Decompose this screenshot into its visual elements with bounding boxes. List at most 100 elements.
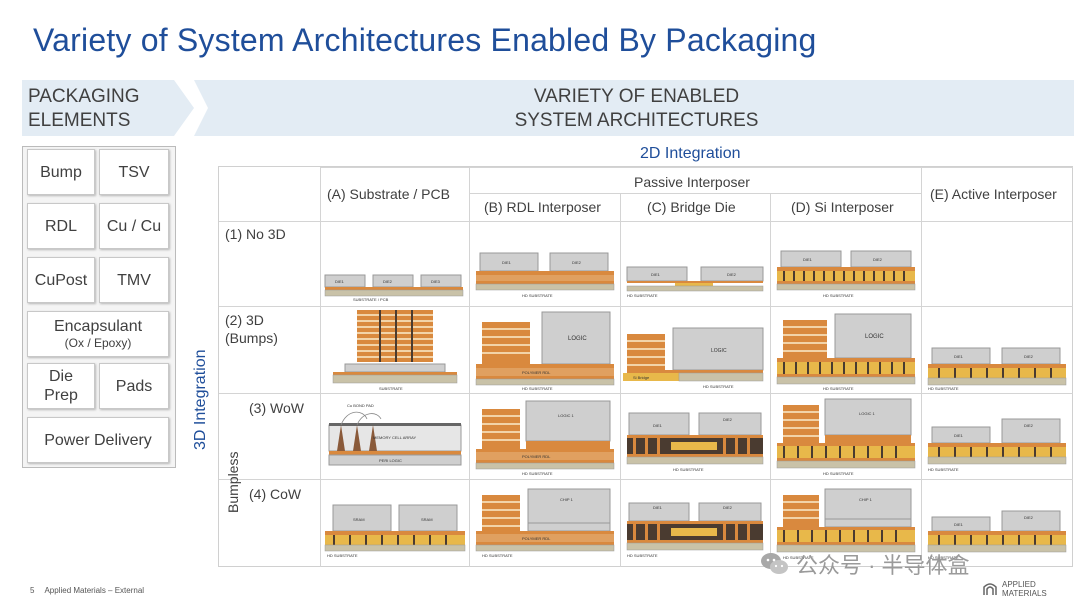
diagram-b2-rdl-3d: LOGIC POLYMER RDL HD SUBSTRATE: [475, 311, 615, 391]
svg-text:DIE2: DIE2: [723, 417, 733, 422]
element-tmv: TMV: [99, 257, 169, 303]
row-header-3d-bumps: (2) 3D(Bumps): [225, 312, 278, 346]
diagram-e2-active-3d: DIE1 DIE2 HD SUBSTRATE: [927, 347, 1067, 391]
grid-line: [219, 479, 1073, 480]
row-header-wow: (3) WoW: [249, 400, 304, 416]
svg-text:HD SUBSTRATE: HD SUBSTRATE: [627, 293, 658, 298]
footer: 5 Applied Materials – External: [30, 586, 144, 595]
svg-text:Cu BOND PAD: Cu BOND PAD: [347, 403, 374, 408]
banner-left-line2: ELEMENTS: [28, 110, 131, 131]
logo-line1: APPLIED: [1002, 580, 1036, 589]
svg-text:DIE2: DIE2: [572, 260, 582, 265]
svg-text:PERI LOGIC: PERI LOGIC: [379, 458, 402, 463]
svg-text:LOGIC: LOGIC: [711, 348, 727, 354]
grid-line: [219, 221, 1073, 222]
svg-text:DIE2: DIE2: [1024, 423, 1034, 428]
grid-line: [469, 167, 470, 567]
banner-left-line1: PACKAGING: [28, 86, 140, 107]
element-rdl: RDL: [27, 203, 95, 249]
grid-line: [320, 167, 321, 567]
grid-line: [219, 306, 1073, 307]
svg-text:DIE1: DIE1: [954, 522, 964, 527]
applied-materials-logo-icon: [983, 583, 997, 595]
footer-text: Applied Materials – External: [44, 586, 145, 595]
svg-text:HD SUBSTRATE: HD SUBSTRATE: [928, 467, 959, 472]
svg-text:SUBSTRATE / PCB: SUBSTRATE / PCB: [353, 297, 389, 302]
column-header-a: (A) Substrate / PCB: [327, 186, 450, 202]
grid-line: [921, 167, 922, 567]
svg-text:HD SUBSTRATE: HD SUBSTRATE: [327, 553, 358, 558]
grid-line: [469, 193, 921, 194]
svg-text:CHIP 1: CHIP 1: [560, 497, 574, 502]
svg-text:LOGIC: LOGIC: [865, 334, 884, 340]
architecture-grid: 2D Integration Passive Interposer (A) Su…: [218, 145, 1073, 567]
svg-text:HD SUBSTRATE: HD SUBSTRATE: [823, 471, 854, 476]
svg-text:DIE1: DIE1: [653, 505, 663, 510]
diagram-c1-bridge-die: DIE1 DIE2 HD SUBSTRATE: [626, 266, 764, 298]
page-title: Variety of System Architectures Enabled …: [33, 22, 817, 58]
row-header-no-3d: (1) No 3D: [225, 226, 286, 242]
column-header-b: (B) RDL Interposer: [484, 199, 601, 215]
svg-text:DIE2: DIE2: [727, 272, 737, 277]
element-cupost: CuPost: [27, 257, 95, 303]
diagram-a1-substrate-pcb: DIE1 DIE2 DIE3 SUBSTRATE / PCB: [324, 274, 464, 302]
passive-interposer-label: Passive Interposer: [634, 174, 750, 190]
diagram-e3-wow-active: DIE1 DIE2 HD SUBSTRATE: [927, 418, 1067, 472]
logo-line2: MATERIALS: [1002, 589, 1047, 598]
banner-right-line1: VARIETY OF ENABLED: [533, 86, 740, 107]
svg-text:MEMORY CELL ARRAY: MEMORY CELL ARRAY: [373, 435, 417, 440]
svg-text:Si Bridge: Si Bridge: [633, 375, 650, 380]
svg-text:DIE1: DIE1: [651, 272, 661, 277]
svg-text:DIE1: DIE1: [954, 354, 964, 359]
element-pads: Pads: [99, 363, 169, 409]
diagram-d4-cow-si: CHIP 1 HD SUBSTRATE: [776, 488, 916, 560]
svg-text:HD SUBSTRATE: HD SUBSTRATE: [482, 553, 513, 558]
grid-line: [770, 193, 771, 567]
diagram-b1-rdl-interposer: DIE1 DIE2 HD SUBSTRATE: [475, 252, 615, 298]
diagram-e4-cow-active: DIE1 DIE2 HD SUBSTRATE: [927, 510, 1067, 560]
column-header-d: (D) Si Interposer: [791, 199, 894, 215]
svg-text:SRAM: SRAM: [353, 517, 365, 522]
svg-text:HD SUBSTRATE: HD SUBSTRATE: [823, 293, 854, 298]
svg-text:DIE1: DIE1: [502, 260, 512, 265]
grid-line: [320, 167, 1073, 168]
svg-text:POLYMER RDL: POLYMER RDL: [522, 536, 551, 541]
diagram-c2-bridge-3d: LOGIC Si Bridge HD SUBSTRATE: [623, 327, 764, 389]
grid-line: [620, 193, 621, 567]
svg-text:HD SUBSTRATE: HD SUBSTRATE: [928, 555, 959, 560]
svg-text:HD SUBSTRATE: HD SUBSTRATE: [522, 386, 553, 391]
watermark: 公众号 · 半导体盒: [760, 548, 970, 580]
diagram-d1-si-interposer: DIE1 DIE2 HD SUBSTRATE: [776, 250, 916, 298]
element-tsv: TSV: [99, 149, 169, 195]
column-header-c: (C) Bridge Die: [647, 199, 736, 215]
diagram-b4-cow-rdl: CHIP 1 POLYMER RDL HD SUBSTRATE: [475, 488, 615, 558]
integration-3d-label: 3D Integration: [192, 349, 209, 450]
svg-text:DIE1: DIE1: [803, 257, 813, 262]
svg-text:DIE1: DIE1: [954, 433, 964, 438]
wechat-icon: [761, 553, 788, 574]
diagram-d3-wow-si: LOGIC 1 HD SUBSTRATE: [776, 398, 916, 476]
integration-2d-label: 2D Integration: [640, 145, 741, 162]
svg-text:HD SUBSTRATE: HD SUBSTRATE: [928, 386, 959, 391]
svg-text:HD SUBSTRATE: HD SUBSTRATE: [823, 386, 854, 391]
svg-text:HD SUBSTRATE: HD SUBSTRATE: [703, 384, 734, 389]
svg-text:LOGIC 1: LOGIC 1: [859, 411, 876, 416]
element-encapsulant: Encapsulant(Ox / Epoxy): [27, 311, 169, 357]
packaging-elements-panel: Bump TSV RDL Cu / Cu CuPost TMV Encapsul…: [22, 146, 176, 468]
column-header-e: (E) Active Interposer: [930, 186, 1057, 202]
bumpless-label: Bumpless: [225, 451, 241, 513]
svg-text:DIE2: DIE2: [723, 505, 733, 510]
svg-text:POLYMER RDL: POLYMER RDL: [522, 454, 551, 459]
watermark-text: 公众号 · 半导体盒: [796, 553, 970, 578]
svg-text:DIE2: DIE2: [1024, 354, 1034, 359]
svg-text:DIE3: DIE3: [431, 279, 441, 284]
diagram-d2-si-3d: LOGIC HD SUBSTRATE: [776, 313, 916, 391]
svg-text:HD SUBSTRATE: HD SUBSTRATE: [522, 293, 553, 298]
page-number: 5: [30, 586, 35, 595]
diagram-a2-3d-stack: SUBSTRATE: [332, 310, 458, 391]
diagram-c3-wow-bridge: DIE1 DIE2 HD SUBSTRATE: [626, 412, 764, 472]
svg-text:HD SUBSTRATE: HD SUBSTRATE: [522, 471, 553, 476]
